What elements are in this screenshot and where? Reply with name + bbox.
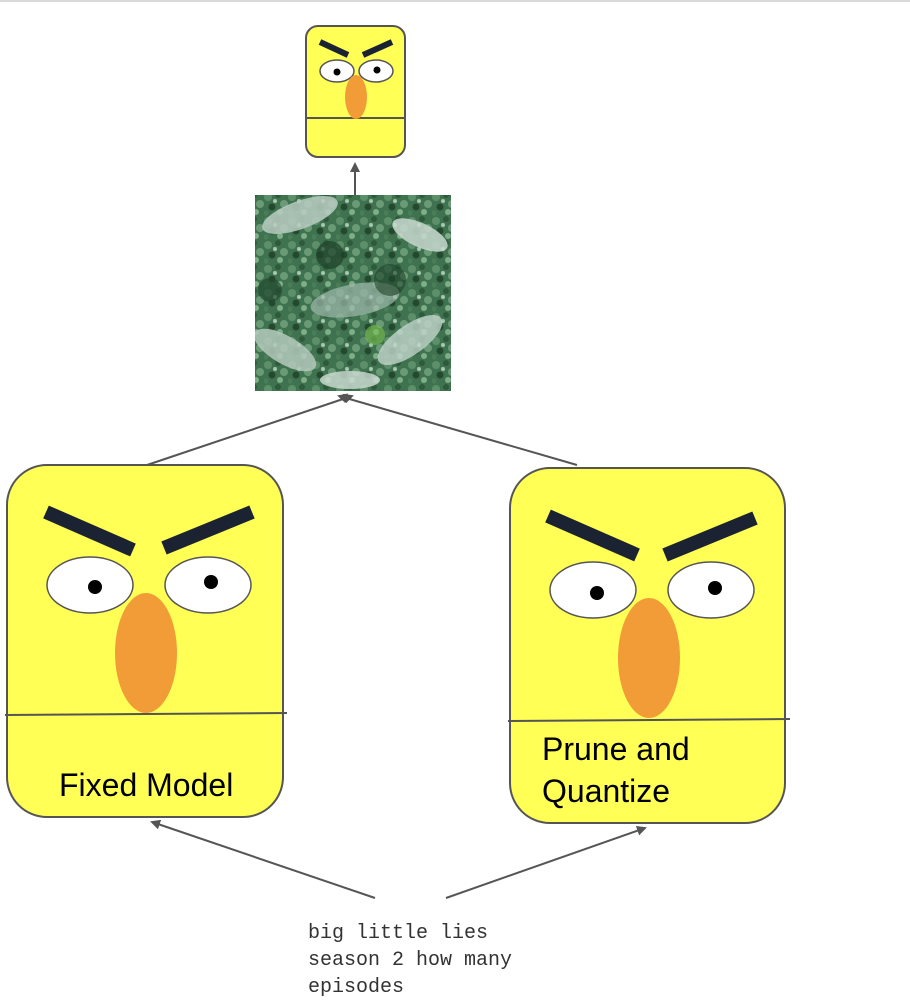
fixed-model-bird-icon	[4, 464, 288, 818]
prune-quantize-bird-icon	[507, 467, 791, 824]
output-model-bird-icon	[305, 25, 406, 158]
arrow-query-to-fixed	[150, 819, 376, 899]
arrow-query-to-prune	[445, 825, 647, 899]
arrow-prune-to-kale	[337, 393, 578, 466]
prune-quantize-label-line1: Prune and	[542, 731, 690, 767]
fixed-model-label: Fixed Model	[59, 767, 234, 803]
query-text: big little lies season 2 how many episod…	[308, 922, 513, 999]
prune-quantize-label-line2: Quantize	[542, 773, 671, 809]
arrow-fixed-to-kale	[146, 393, 354, 466]
kale-image	[255, 195, 451, 391]
top-border	[0, 0, 910, 2]
